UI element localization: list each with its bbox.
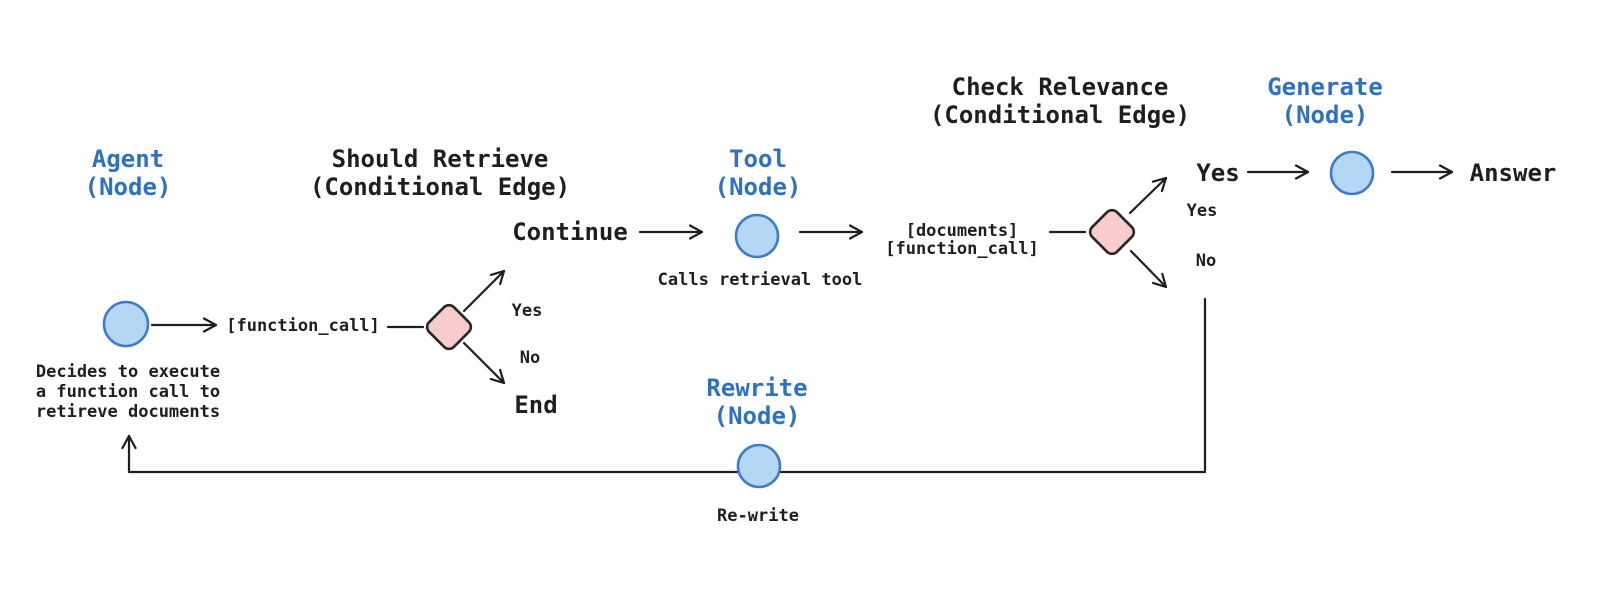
tool-title-line1: Tool <box>729 145 787 173</box>
generate-title-line1: Generate <box>1267 73 1383 101</box>
check-relevance-no-label: No <box>1196 251 1216 271</box>
tool-node-section: Tool (Node) Calls retrieval tool <box>638 145 864 290</box>
should-retrieve-yes-label: Yes <box>512 301 543 321</box>
check-relevance-yes-target: Yes <box>1196 159 1239 187</box>
check-relevance-diamond <box>1088 208 1136 256</box>
agent-caption-line3: retireve documents <box>36 402 220 422</box>
tool-title-line2: (Node) <box>715 173 802 201</box>
function-call-label: [function_call] <box>226 316 380 336</box>
should-retrieve-yes-arrow <box>462 269 506 313</box>
should-retrieve-no-arrow <box>462 341 506 385</box>
end-label: End <box>514 391 557 419</box>
check-relevance-no-arrow <box>1129 249 1168 289</box>
should-retrieve-title-line2: (Conditional Edge) <box>310 173 570 201</box>
rewrite-caption: Re-write <box>717 506 799 526</box>
agent-title-line2: (Node) <box>85 173 172 201</box>
rewrite-loop-section: Rewrite (Node) Re-write <box>121 297 1207 526</box>
check-relevance-section: Check Relevance (Conditional Edge) [docu… <box>885 73 1240 289</box>
rewrite-title-line2: (Node) <box>714 402 801 430</box>
rewrite-title-line1: Rewrite <box>706 374 807 402</box>
answer-label: Answer <box>1470 159 1557 187</box>
documents-label-line1: [documents] <box>906 221 1019 241</box>
should-retrieve-no-label: No <box>520 348 540 368</box>
agent-caption-line2: a function call to <box>36 382 220 402</box>
check-relevance-title-line1: Check Relevance <box>952 73 1169 101</box>
rewrite-node-circle <box>736 443 782 489</box>
check-relevance-title-line2: (Conditional Edge) <box>930 101 1190 129</box>
agent-node-section: Agent (Node) Decides to execute a functi… <box>36 145 220 422</box>
agent-node-circle <box>102 300 150 348</box>
tool-node-circle <box>734 213 780 259</box>
continue-label: Continue <box>512 218 628 246</box>
agent-caption-line1: Decides to execute <box>36 362 220 382</box>
rewrite-loop-arrow <box>121 297 1207 474</box>
should-retrieve-section: Should Retrieve (Conditional Edge) [func… <box>150 145 628 419</box>
check-relevance-yes-arrow <box>1128 176 1168 215</box>
should-retrieve-diamond <box>425 303 473 351</box>
documents-label-line2: [function_call] <box>885 239 1039 259</box>
should-retrieve-title-line1: Should Retrieve <box>332 145 549 173</box>
tool-caption: Calls retrieval tool <box>658 270 863 290</box>
generate-node-circle <box>1329 150 1375 196</box>
generate-node-section: Generate (Node) Answer <box>1246 73 1557 196</box>
generate-title-line2: (Node) <box>1282 101 1369 129</box>
check-relevance-yes-label: Yes <box>1187 201 1218 221</box>
agent-title-line1: Agent <box>92 145 164 173</box>
